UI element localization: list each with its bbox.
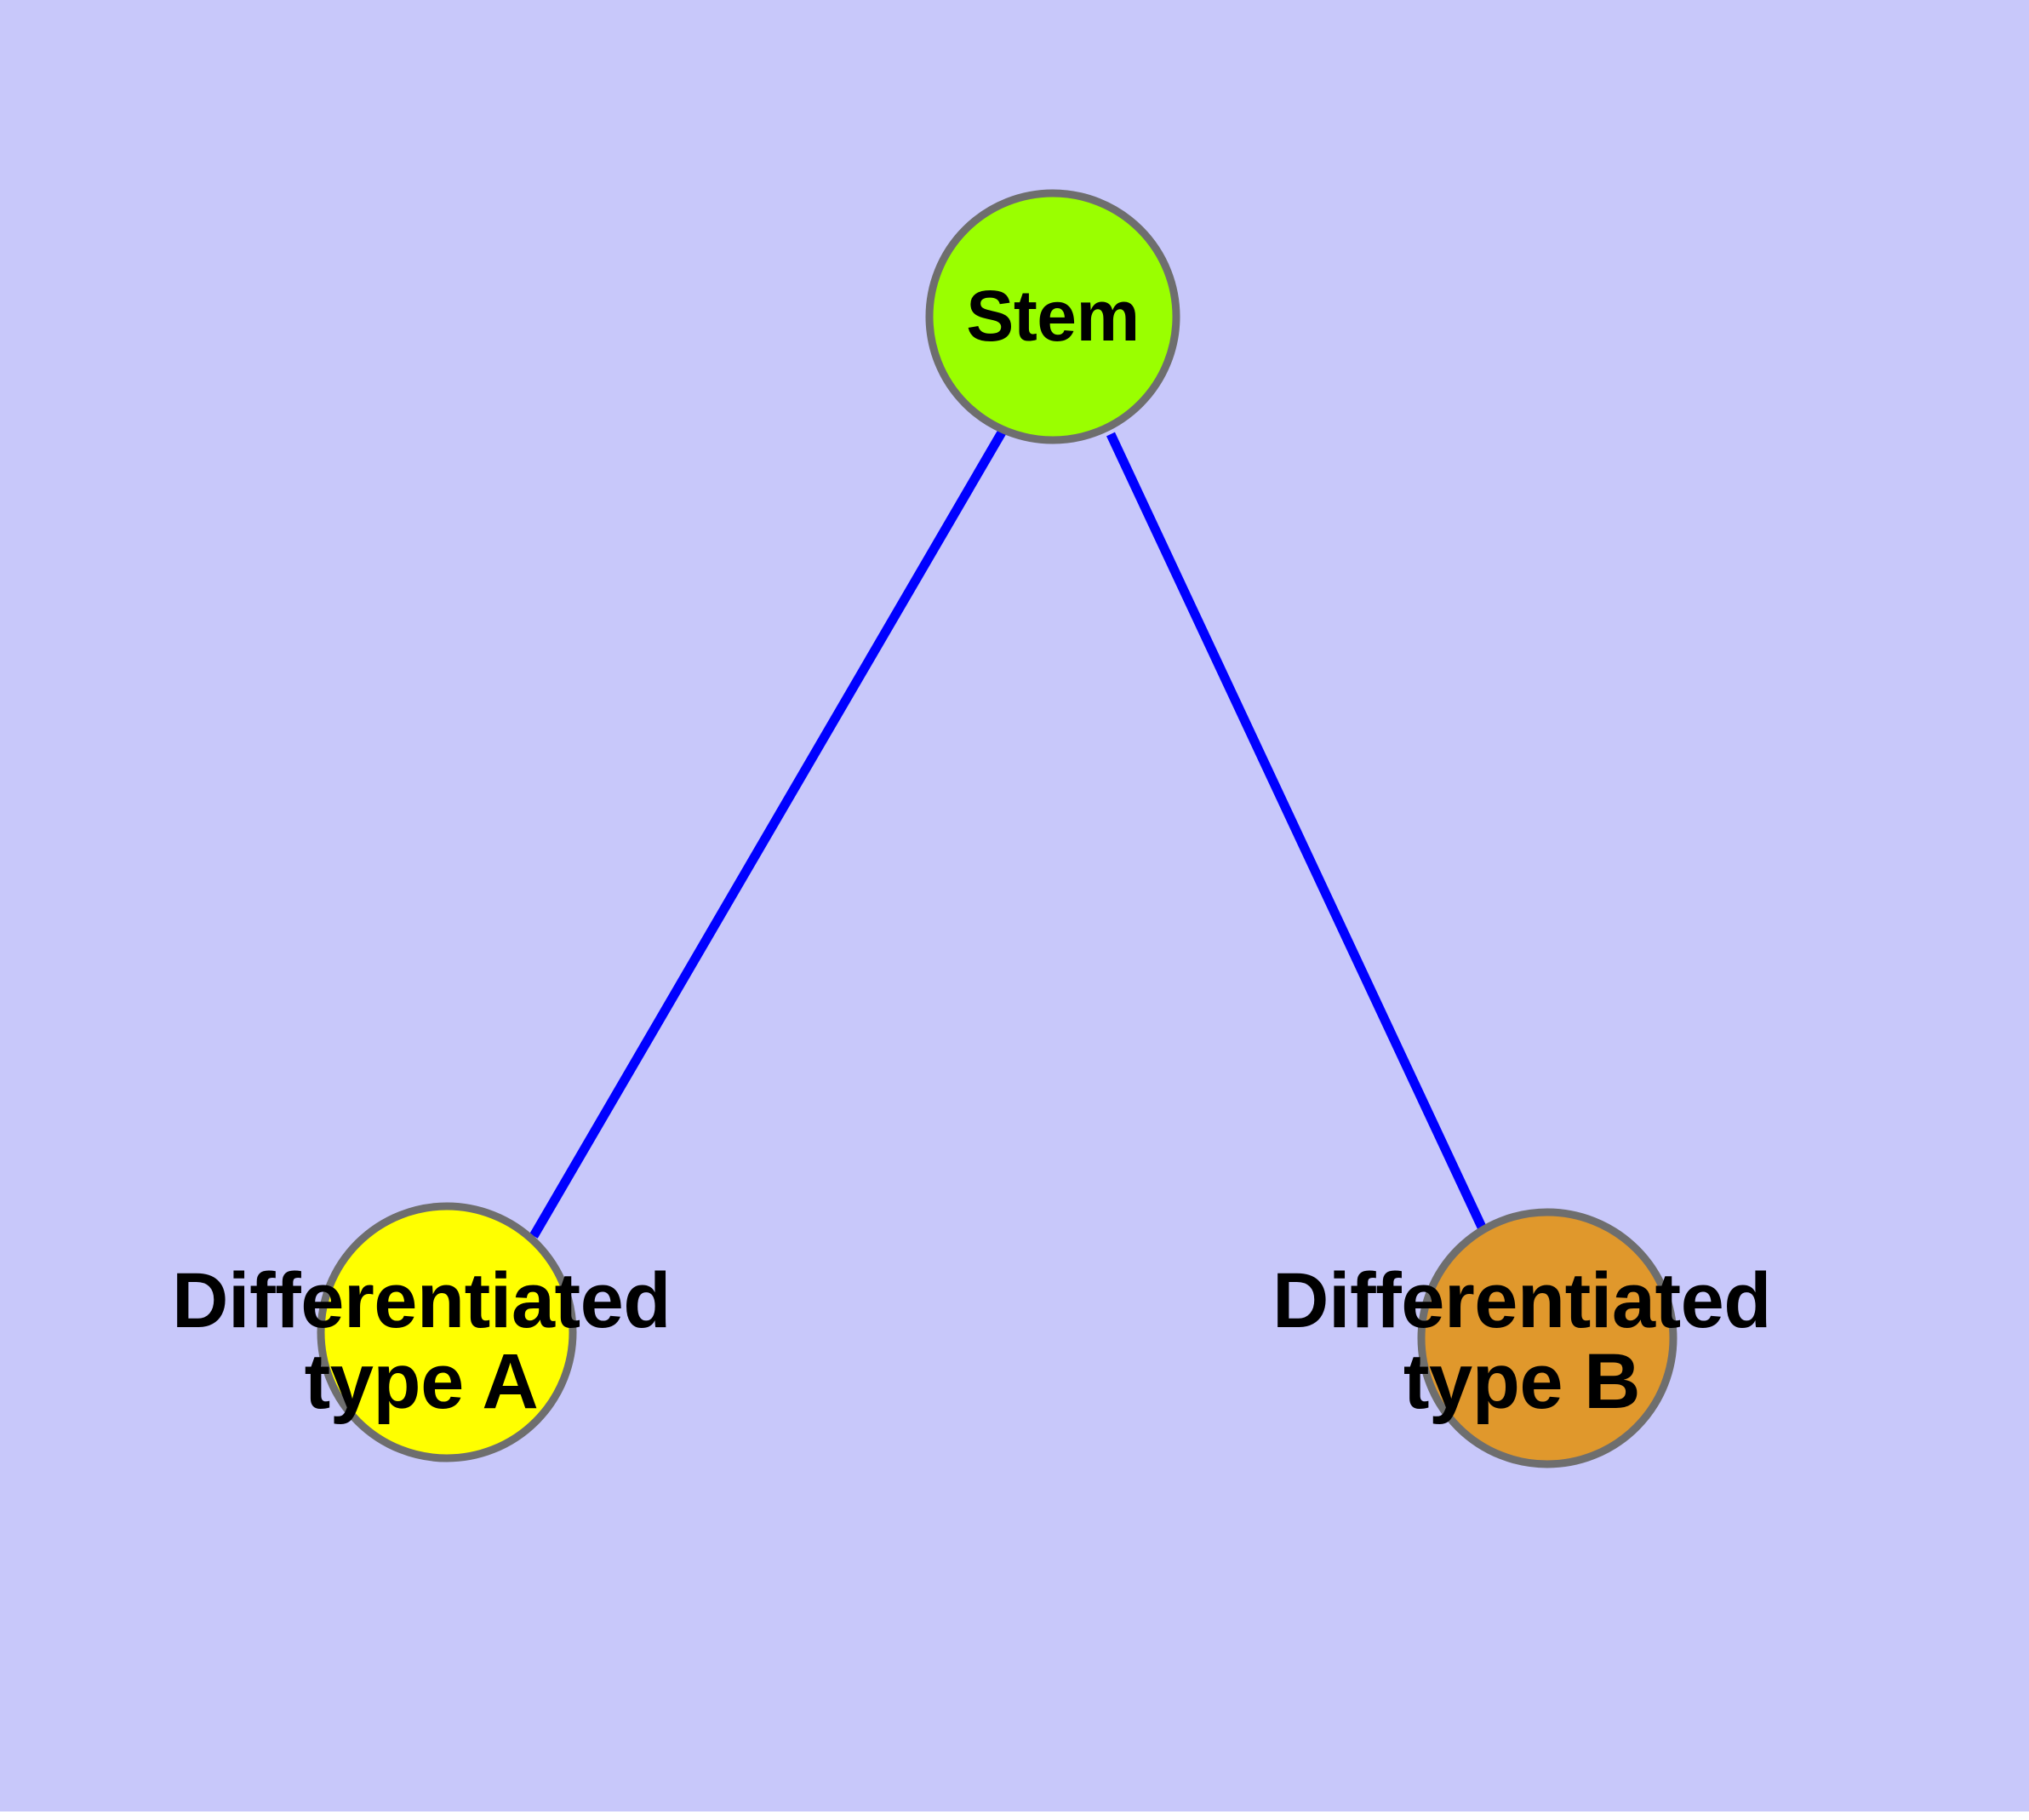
edge-stem-to-diff-b <box>1106 432 1489 1237</box>
node-diff-a-circle[interactable] <box>317 1202 577 1462</box>
node-diff-b-circle[interactable] <box>1417 1208 1677 1468</box>
edge-stem-to-diff-a <box>529 430 1006 1239</box>
edges-layer <box>529 430 1489 1239</box>
nodes-layer <box>317 189 1677 1468</box>
node-stem-circle[interactable] <box>925 189 1180 444</box>
